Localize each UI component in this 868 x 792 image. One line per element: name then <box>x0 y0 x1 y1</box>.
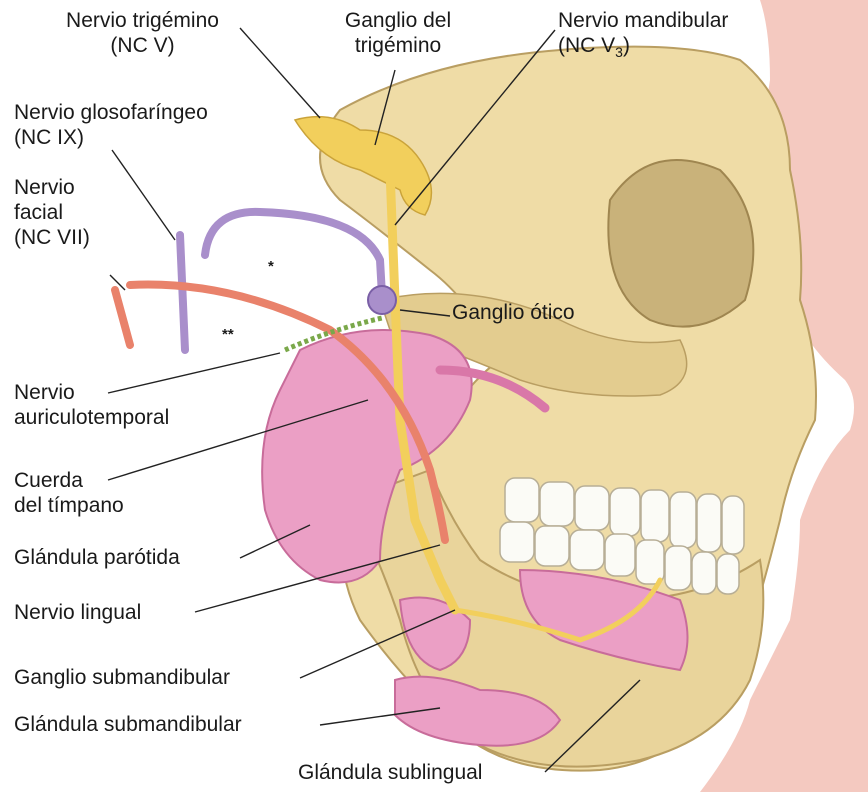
label-mandibular-nerve: Nervio mandibular (NC V3) <box>558 8 728 58</box>
glossopharyngeal-nerve <box>180 212 382 350</box>
orbit <box>608 160 753 327</box>
label-trigeminal-nerve: Nervio trigémino(NC V) <box>30 8 255 58</box>
label-otic-ganglion: Ganglio ótico <box>452 300 575 325</box>
label-sublingual-gland: Glándula sublingual <box>298 760 482 785</box>
marker-double-asterisk: ** <box>222 326 234 343</box>
marker-single-asterisk: * <box>268 258 274 275</box>
label-submandibular-gland: Glándula submandibular <box>14 712 242 737</box>
otic-ganglion <box>368 286 396 314</box>
label-glossopharyngeal-nerve: Nervio glosofaríngeo(NC IX) <box>14 100 208 150</box>
label-submandibular-ganglion: Ganglio submandibular <box>14 665 230 690</box>
label-parotid-gland: Glándula parótida <box>14 545 180 570</box>
label-lingual-nerve: Nervio lingual <box>14 600 141 625</box>
